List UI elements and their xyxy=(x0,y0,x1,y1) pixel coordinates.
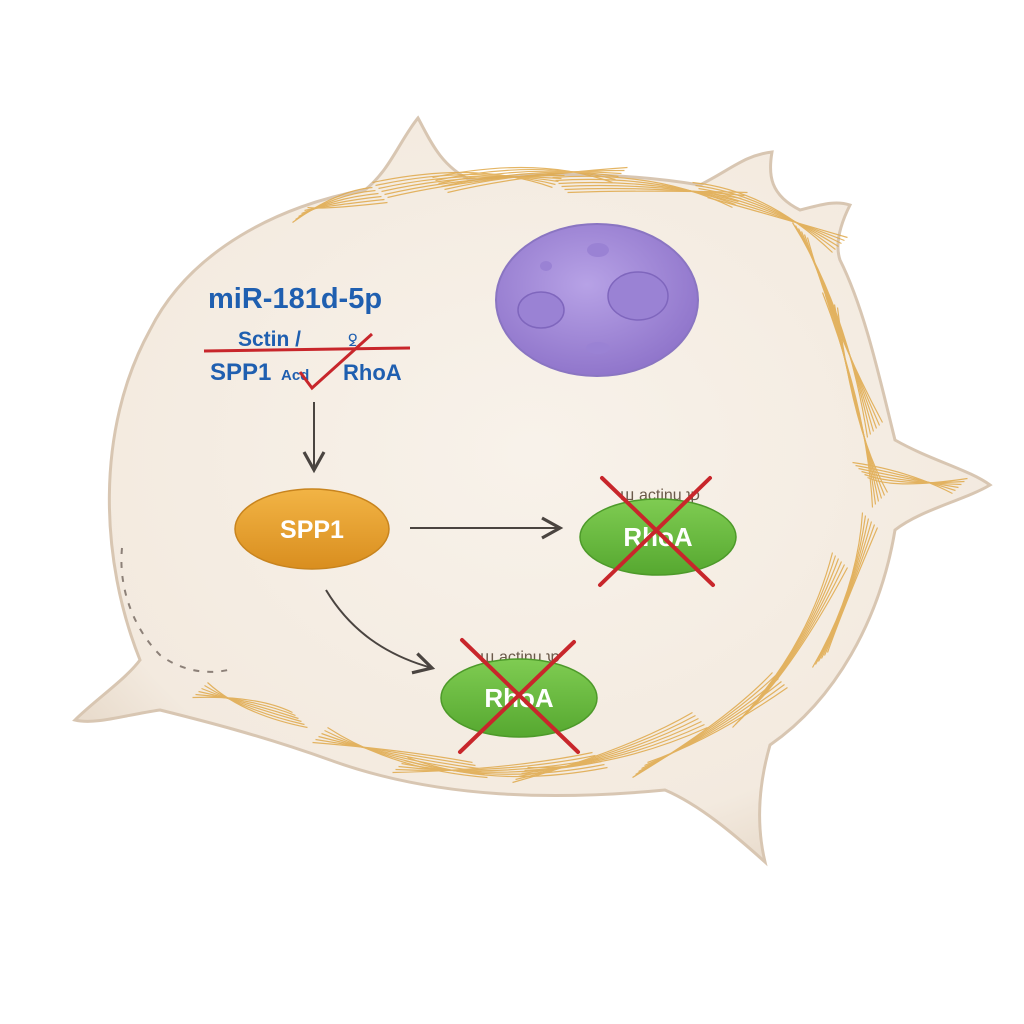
fiber-strand xyxy=(814,515,867,665)
cross-out-icon xyxy=(598,476,715,587)
fiber-strand xyxy=(867,476,968,485)
fiber-strand xyxy=(307,201,388,209)
acd-text-label: Acd xyxy=(281,367,309,384)
fiber-strand xyxy=(558,181,739,203)
fiber-strand xyxy=(378,175,559,190)
fiber-strand xyxy=(836,307,889,493)
fiber-strand xyxy=(441,171,622,188)
fiber-strand xyxy=(695,184,836,250)
fiber-strand xyxy=(321,732,482,773)
fiber-strand xyxy=(811,512,864,668)
fiber-strand xyxy=(527,726,708,769)
fiber-strand xyxy=(304,198,385,212)
fiber-strand xyxy=(817,518,870,662)
fiber-strand xyxy=(301,195,382,215)
cell-membrane xyxy=(72,115,993,867)
fiber-strand xyxy=(438,170,619,185)
fiber-strand xyxy=(395,754,596,772)
fiber-strand xyxy=(820,521,873,659)
spp1-node-label: SPP1 xyxy=(280,516,344,544)
fiber-strand xyxy=(447,166,628,194)
fiber-strand xyxy=(315,738,476,767)
fiber-strand xyxy=(372,171,553,189)
fiber-strand xyxy=(381,176,562,193)
rhoa-text-label: RhoA xyxy=(343,360,402,385)
fiber-strand xyxy=(747,567,849,713)
fiber-strand xyxy=(855,464,956,492)
fiber-strand xyxy=(518,717,699,778)
fiber-strand xyxy=(701,190,842,245)
fiber-strand xyxy=(644,684,785,767)
fiber-strand xyxy=(201,687,302,723)
fiber-strand xyxy=(698,187,839,248)
fiber-strand xyxy=(444,169,625,191)
fiber-strand xyxy=(204,684,305,726)
fiber-strand xyxy=(198,690,299,720)
fiber-strand xyxy=(823,524,876,656)
fiber-strand xyxy=(704,193,845,242)
spp1-node: SPP1 xyxy=(234,488,390,570)
fiber-strand xyxy=(861,470,962,486)
fiber-strand xyxy=(567,190,748,194)
fiber-strand xyxy=(312,741,473,764)
fiber-strand xyxy=(398,757,599,772)
fiber-strand xyxy=(327,726,488,779)
strike-line xyxy=(203,346,411,353)
sctin-suffix-label: ꝿ xyxy=(348,333,357,350)
rhoa-node-right: ꟺ actinu ꝕ RhoA xyxy=(579,476,737,587)
fiber-strand xyxy=(407,756,608,778)
fiber-strand xyxy=(858,467,959,489)
sctin-label: Sctin / xyxy=(238,328,301,351)
fiber-strand xyxy=(524,723,705,772)
fiber-strand xyxy=(435,168,616,182)
fiber-strand xyxy=(864,473,965,484)
fiber-strand xyxy=(852,461,953,495)
fiber-strand xyxy=(392,751,593,774)
arrow-spp1-to-rhoa-bottom xyxy=(325,589,436,675)
mirna-label: miR-181d-5p xyxy=(208,283,382,315)
fiber-strand xyxy=(318,735,479,770)
cytoskeleton-fibers xyxy=(192,166,968,784)
nucleus-icon xyxy=(495,223,699,377)
fiber-strand xyxy=(647,687,788,764)
spp1-text-label: SPP1 xyxy=(210,359,271,386)
fiber-strand xyxy=(324,729,485,776)
fiber-strand xyxy=(192,696,293,714)
membrane-dashes xyxy=(120,547,229,673)
fiber-strand xyxy=(298,192,379,218)
fiber-strand xyxy=(207,682,308,729)
fiber-strand xyxy=(195,693,296,717)
fiber-strand xyxy=(826,527,879,653)
cross-out-icon xyxy=(458,638,580,754)
strike-check-icon xyxy=(298,332,374,391)
fiber-strand xyxy=(641,681,782,770)
rhoa-bottom-label: RhoA xyxy=(484,683,554,713)
fiber-strand xyxy=(512,711,693,784)
fiber-strand xyxy=(707,196,848,239)
rhoa-node-bottom: ꟺ actinu ꝕ RhoA xyxy=(440,638,598,754)
fiber-strand xyxy=(295,189,376,221)
fiber-strand xyxy=(692,181,833,253)
